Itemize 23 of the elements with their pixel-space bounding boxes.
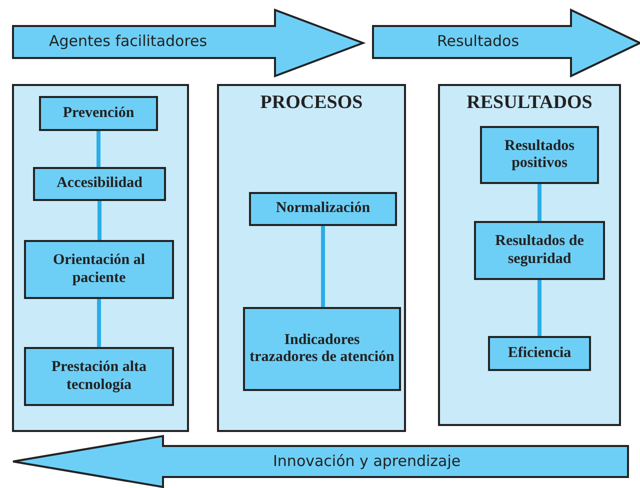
- arrow-label: Innovación y aprendizaje: [273, 452, 461, 470]
- process-box: Prevención: [39, 96, 158, 131]
- process-box: Accesibilidad: [33, 167, 166, 201]
- process-box: Resultados positivos: [480, 126, 599, 184]
- process-box: Resultados de seguridad: [474, 221, 605, 280]
- panel: [438, 84, 621, 426]
- process-box: Prestación alta tecnología: [24, 347, 174, 406]
- panel-heading: RESULTADOS: [466, 92, 594, 114]
- process-box: Indicadores trazadores de atención: [243, 307, 401, 391]
- process-box: Eficiencia: [488, 336, 591, 371]
- arrow-label: Resultados: [437, 32, 520, 50]
- connector-line: [96, 131, 100, 167]
- panel: [12, 84, 189, 432]
- arrow-label: Agentes facilitadores: [49, 32, 208, 50]
- process-box: Normalización: [249, 192, 397, 226]
- connector-line: [97, 299, 101, 347]
- panel: [217, 84, 406, 432]
- connector-line: [538, 184, 542, 221]
- connector-line: [98, 201, 102, 240]
- connector-line: [538, 280, 542, 336]
- connector-line: [321, 226, 325, 307]
- panel-heading: PROCESOS: [259, 92, 364, 114]
- process-box: Orientación al paciente: [24, 240, 174, 299]
